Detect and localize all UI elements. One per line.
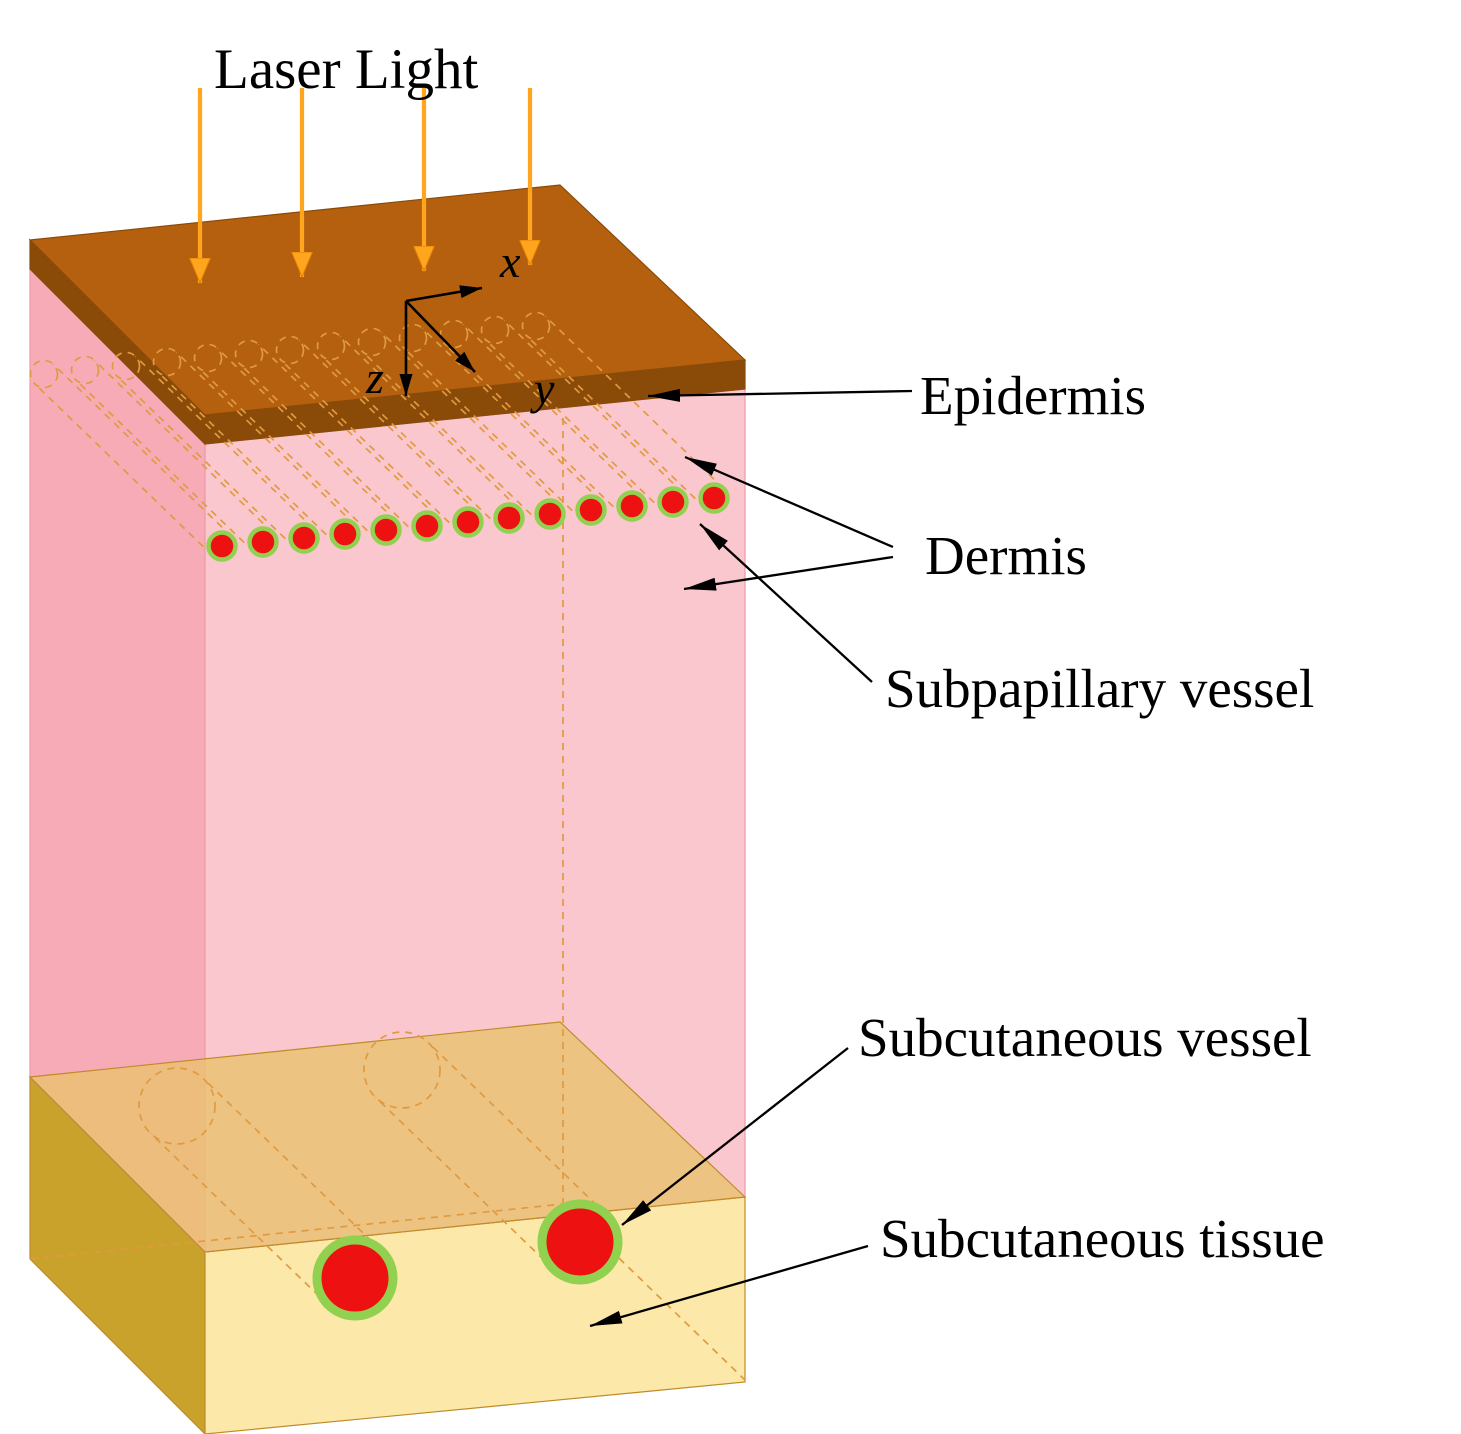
subpapillary-vessel: [329, 518, 361, 550]
subcutaneous-vessel-label: Subcutaneous vessel: [858, 1007, 1312, 1068]
subcutaneous-vessel-back-outline: [363, 1031, 441, 1109]
subpapillary-vessel: [534, 498, 566, 530]
subpapillary-vessel-side-edge: [362, 351, 542, 525]
subpapillary-vessel-side-edge: [134, 355, 314, 529]
laser-light-arrows: [200, 88, 530, 283]
subcutaneous-vessel-side-edge: [149, 1132, 330, 1306]
hidden-bottom-back-edge: [29, 1203, 564, 1260]
subpapillary-vessel-side-edge: [257, 343, 437, 517]
dermis-label: Dermis: [925, 525, 1087, 586]
subpapillary-vessel-side-edge: [239, 363, 419, 537]
subpapillary-vessel-back-outline: [480, 315, 510, 345]
subpapillary-vessel-side-edge: [280, 359, 460, 533]
subpapillary-vessel-back-outline: [439, 319, 469, 349]
epidermis-arrow: [647, 388, 913, 402]
subcutaneous-vessel-side-edge: [374, 1096, 555, 1270]
subpapillary-vessel-side-edge: [157, 371, 337, 545]
subpapillary-vessel-back-outline: [398, 323, 428, 353]
subcutaneous-top-face: [28, 1021, 747, 1253]
axis-x-label: x: [499, 236, 521, 287]
axis-x-arrow: [405, 285, 483, 303]
axis-y-label: y: [530, 363, 555, 414]
subpapillary-vessel-side-edge: [444, 343, 624, 517]
subpapillary-vessel: [452, 506, 484, 538]
subpapillary-vessel-side-edge: [52, 363, 232, 537]
subpapillary-vessel-side-edge: [380, 331, 560, 505]
subcutaneous-vessel-arrow: [621, 1047, 849, 1226]
subpapillary-vessel: [288, 522, 320, 554]
subcutaneous-tissue-arrow: [589, 1244, 869, 1328]
subpapillary-vessel: [657, 486, 689, 518]
subpapillary-vessel: [247, 526, 279, 558]
laser-light-label: Laser Light: [214, 38, 478, 101]
coordinate-axes: [399, 285, 483, 396]
subpapillary-vessel-back-outline: [234, 339, 264, 369]
subpapillary-vessel-back-outline: [275, 335, 305, 365]
subpapillary-vessel: [370, 514, 402, 546]
subpapillary-vessel-side-edge: [75, 379, 255, 553]
subpapillary-vessel-side-edge: [485, 339, 665, 513]
subpapillary-vessel-side-edge: [198, 367, 378, 541]
subpapillary-vessel-side-edge: [462, 323, 642, 497]
subpapillary-vessel-back-outline: [29, 359, 59, 389]
epidermis-label: Epidermis: [920, 365, 1146, 426]
subcutaneous-vessel-back-outline: [138, 1067, 216, 1145]
subpapillary-vessel-back-outline: [521, 311, 551, 341]
subpapillary-vessel-side-edge: [503, 319, 683, 493]
dermis-arrow-upper: [684, 455, 894, 549]
subcutaneous-vessel-side-edge: [202, 1078, 383, 1252]
subpapillary-vessel-side-edge: [216, 347, 396, 521]
subpapillary-vessel-side-edge: [403, 347, 583, 521]
subpapillary-vessel-side-edge: [298, 339, 478, 513]
subcutaneous-vessel: [312, 1235, 398, 1321]
subpapillary-vessel-back-outline: [316, 331, 346, 361]
subpapillary-vessel-side-edge: [526, 335, 706, 509]
subpapillary-vessel-side-edge: [339, 335, 519, 509]
epidermis-top-face: [28, 184, 747, 416]
vessel-cylinder-dashed-lines: [29, 311, 724, 1306]
subpapillary-vessel-back-outline: [357, 327, 387, 357]
subpapillary-vessel-side-edge: [34, 383, 214, 557]
subpapillary-vessel-back-outline: [152, 347, 182, 377]
subpapillary-vessel-side-edge: [116, 375, 296, 549]
subpapillary-vessel: [575, 494, 607, 526]
subpapillary-vessel-back-outline: [111, 351, 141, 381]
subpapillary-vessel-side-edge: [93, 359, 273, 533]
subpapillary-vessel-side-edge: [175, 351, 355, 525]
subcutaneous-vessel-side-edge: [427, 1042, 608, 1216]
subpapillary-vessel-side-edge: [421, 327, 601, 501]
subpapillary-vessel: [493, 502, 525, 534]
subcutaneous-vessel: [537, 1199, 623, 1285]
axis-y-arrow: [405, 300, 476, 373]
axis-z-label: z: [365, 352, 384, 403]
dermis-arrow-lower: [683, 555, 894, 591]
subpapillary-vessel: [206, 530, 238, 562]
subpapillary-vessel: [411, 510, 443, 542]
subpapillary-vessel-side-edge: [321, 355, 501, 529]
subpapillary-vessel-back-outline: [193, 343, 223, 373]
subpapillary-vessel-arrow: [699, 523, 873, 683]
subcutaneous-tissue-label: Subcutaneous tissue: [880, 1208, 1325, 1269]
vessel-cross-sections: [206, 482, 730, 1321]
subpapillary-vessel: [616, 490, 648, 522]
annotation-arrows: [589, 388, 913, 1328]
subpapillary-vessel-back-outline: [70, 355, 100, 385]
subpapillary-vessel: [698, 482, 730, 514]
subpapillary-vessel-label: Subpapillary vessel: [885, 658, 1314, 719]
